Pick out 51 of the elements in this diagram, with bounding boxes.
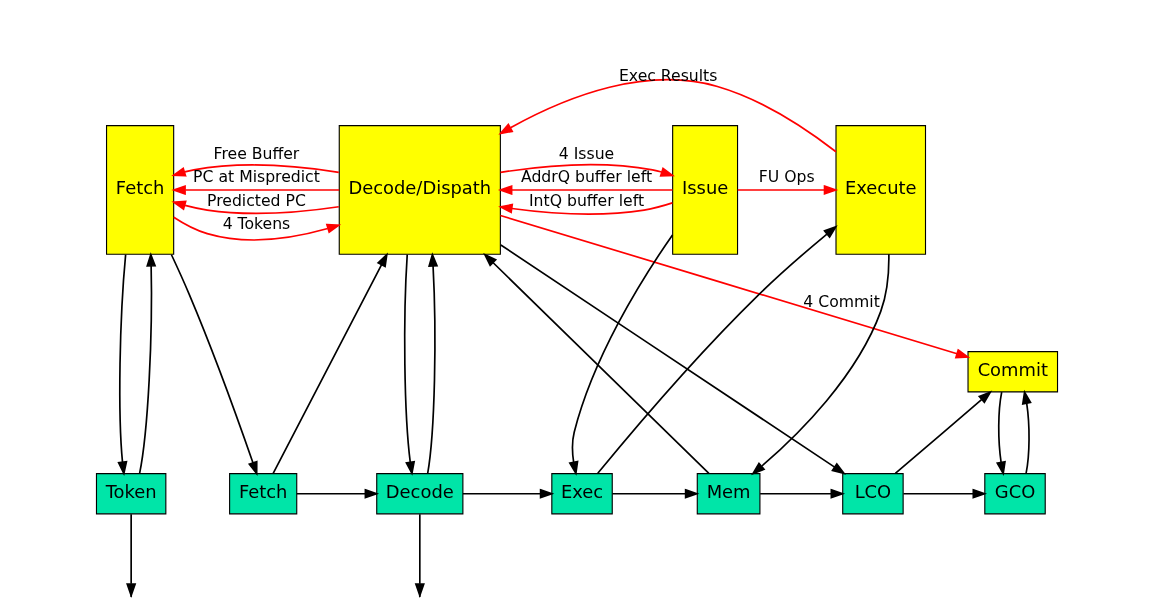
node-box: Fetch (229, 473, 298, 515)
edge-label: 4 Issue (558, 143, 615, 163)
node-box: Issue (672, 125, 739, 255)
arrow (171, 164, 340, 177)
arrow (497, 184, 674, 196)
edge-label: FU Ops (758, 167, 815, 187)
node-box: Fetch (106, 125, 175, 255)
arrow (568, 234, 674, 476)
arrow (138, 252, 157, 475)
arrow (171, 200, 340, 215)
arrow (296, 488, 380, 499)
arrow (403, 253, 416, 476)
arrow (500, 244, 847, 475)
arrow (751, 253, 890, 476)
node-box: Decode (376, 473, 464, 515)
node-box: LCO (842, 473, 904, 515)
edge-label: Predicted PC (207, 190, 306, 210)
arrow (426, 252, 439, 475)
edge-label: 4 Tokens (222, 214, 291, 234)
arrow (498, 202, 674, 215)
node-box: Commit (967, 351, 1059, 393)
node-box: Execute (835, 125, 927, 255)
edge-label: Exec Results (618, 66, 718, 86)
arrow (995, 391, 1006, 476)
node-box: GCO (984, 473, 1046, 515)
arrow (171, 184, 340, 196)
arrow (170, 253, 258, 476)
edge-label: 4 Commit (803, 292, 880, 312)
arrow (117, 253, 128, 476)
arrow (499, 163, 675, 177)
edge-label: PC at Mispredict (193, 167, 320, 187)
node-box: Decode/Dispath (338, 125, 501, 255)
arrow (1021, 389, 1032, 475)
arrow (611, 488, 700, 499)
arrow (596, 225, 838, 475)
arrow (483, 252, 710, 475)
edge-label: Free Buffer (213, 143, 300, 163)
arrow (172, 216, 342, 241)
node-box: Exec (551, 473, 613, 515)
node-box: Token (95, 473, 167, 515)
arrow (272, 252, 388, 475)
arrow (902, 488, 988, 499)
node-box: Mem (696, 473, 761, 515)
arrow (759, 488, 846, 499)
arrow (736, 184, 839, 196)
arrow (462, 488, 555, 499)
arrow (498, 78, 837, 153)
arrow (894, 390, 993, 475)
edge-label: AddrQ buffer left (520, 167, 653, 187)
edge-label: IntQ buffer left (528, 190, 645, 210)
arrow (499, 214, 971, 359)
